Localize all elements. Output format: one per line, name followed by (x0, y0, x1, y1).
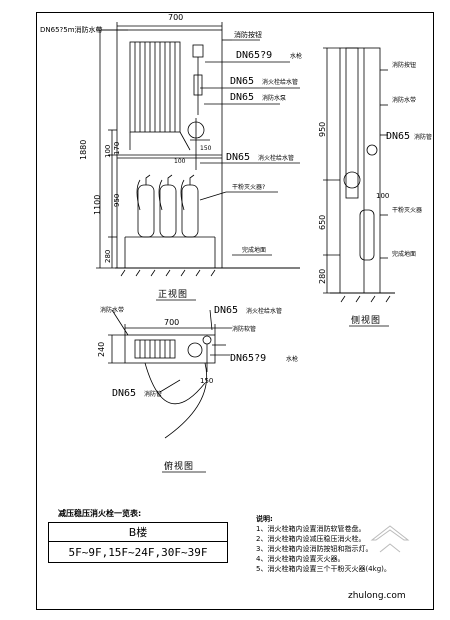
side-label-hose: 消防水带 (392, 96, 416, 104)
top-label-dn65-b-suffix: 消防管 (144, 390, 162, 398)
front-label-hydrant-box: 消防按钮 (234, 30, 262, 39)
side-label-dn65: DN65 (386, 131, 410, 142)
top-label-dn65-79: DN65?9 (230, 353, 266, 364)
side-label-dn65-suffix: 消防管 (414, 133, 432, 141)
front-label-dn65-riser-suffix: 消防水泵 (262, 94, 286, 102)
front-label-dn65-79-suffix: 水枪 (290, 52, 302, 60)
side-dim-650: 650 (318, 215, 327, 230)
side-dim-280: 280 (318, 269, 327, 284)
top-label-dn65-a: DN65 (214, 305, 238, 316)
front-label-dn65-79: DN65?9 (236, 50, 272, 61)
top-view-title: 俯视图 (164, 462, 195, 472)
top-dim-150: 150 (200, 377, 213, 385)
side-label-floor: 完成地面 (392, 250, 416, 258)
front-dim-1100: 1100 (93, 195, 102, 215)
spec-table-row: 5F~9F,15F~24F,30F~39F (48, 541, 228, 563)
side-view-geometry (323, 47, 395, 303)
top-dim-240: 240 (97, 342, 106, 357)
front-view-title: 正视图 (158, 290, 189, 300)
top-label-hose-reel: 消防软管 (232, 325, 256, 333)
watermark-logo (370, 525, 410, 553)
notes-heading: 说明: (256, 515, 273, 523)
notes-item: 1、消火栓箱内设置消防软管卷盘。 (256, 525, 366, 533)
front-dim-150: 150 (200, 145, 212, 152)
side-dim-950: 950 (318, 122, 327, 137)
front-dim-280: 280 (104, 250, 112, 263)
notes-item: 5、消火栓箱内设置三个干粉灭火器(4kg)。 (256, 565, 391, 573)
top-label-dn65-a-suffix: 消火栓给水管 (246, 307, 282, 315)
front-label-dn65-valve-suffix: 消火栓给水管 (262, 78, 298, 86)
front-extinguishers (136, 174, 199, 238)
front-dim-170: 170 (113, 142, 121, 155)
top-dim-700: 700 (164, 318, 179, 327)
side-label-extinguisher: 干粉灭火器 (392, 206, 422, 214)
notes-item: 4、消火栓箱内设置灭火器。 (256, 555, 345, 563)
top-label-hose: 消防水带 (100, 306, 124, 314)
front-dim-950: 950 (113, 194, 121, 207)
spec-building: B楼 (48, 522, 228, 542)
front-label-dn65-riser: DN65 (230, 92, 254, 103)
top-label-dn65-79-suffix: 水枪 (286, 355, 298, 363)
side-dim-100: 100 (376, 192, 389, 200)
side-view-title: 侧视图 (351, 316, 382, 326)
spec-table-row: B楼 (48, 522, 228, 542)
front-dim-width: 700 (168, 13, 183, 22)
front-label-extinguisher: 干粉灭火器? (232, 183, 265, 191)
front-view-geometry (96, 22, 300, 277)
front-dim-100: 100 (104, 145, 112, 158)
top-view-geometry (108, 309, 232, 439)
top-cabinet-outline (124, 334, 216, 364)
drawing-frame (36, 12, 434, 610)
front-label-dn65-pipe-suffix: 消火栓给水管 (258, 154, 294, 162)
notes-item: 2、消火栓箱内设减压稳压消火栓。 (256, 535, 366, 543)
front-dim-100b: 100 (174, 158, 186, 165)
spec-table-title: 减压稳压消火栓一览表: (58, 509, 142, 518)
notes-block: 说明: 1、消火栓箱内设置消防软管卷盘。 2、消火栓箱内设减压稳压消火栓。 3、… (256, 514, 391, 574)
front-label-pipe-top: DN65?5m消防水带 (40, 25, 103, 34)
front-label-dn65-valve: DN65 (230, 76, 254, 87)
watermark-text: zhulong.com (348, 591, 406, 601)
front-label-dn65-pipe: DN65 (226, 152, 250, 163)
front-dim-total-height: 1880 (79, 140, 88, 160)
top-label-dn65-b: DN65 (112, 388, 136, 399)
front-label-floor: 完成地面 (242, 246, 266, 254)
spec-floors: 5F~9F,15F~24F,30F~39F (48, 541, 228, 563)
spec-table: B楼 5F~9F,15F~24F,30F~39F (48, 522, 228, 563)
notes-item: 3、消火栓箱内设消防按钮和指示灯。 (256, 545, 373, 553)
side-label-button: 消防按钮 (392, 61, 416, 69)
